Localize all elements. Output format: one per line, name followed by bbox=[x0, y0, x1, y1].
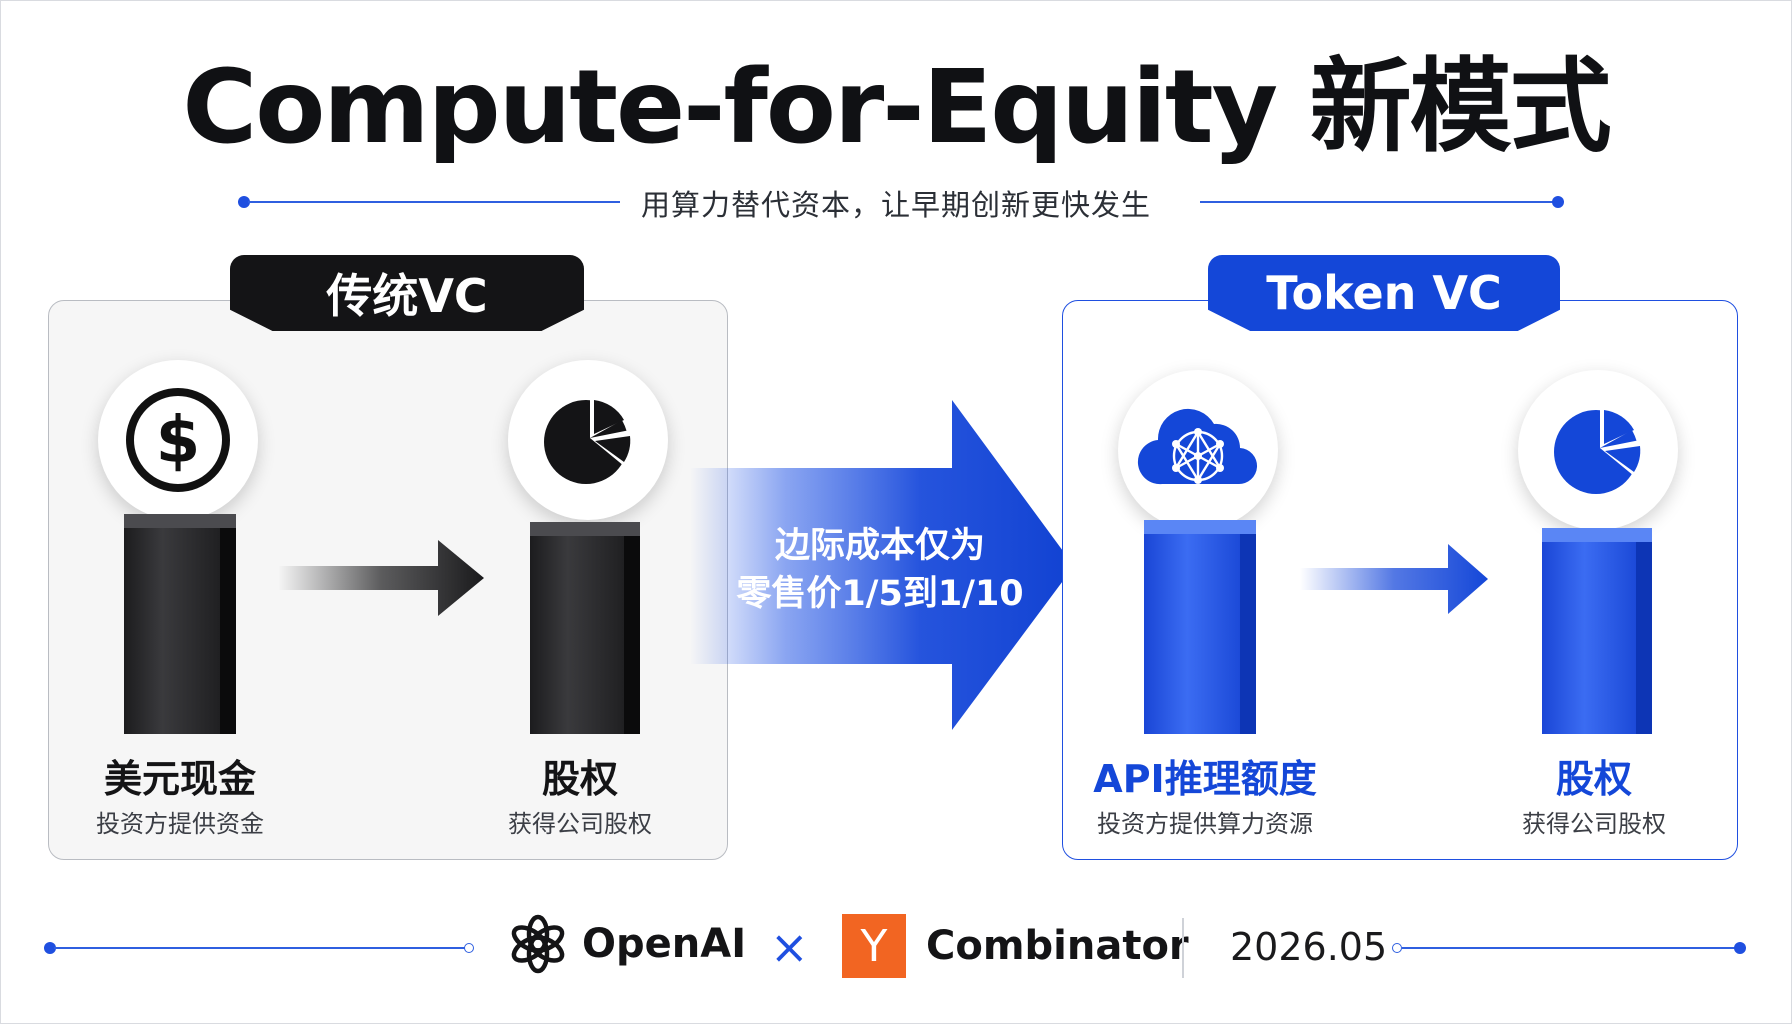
footer-dot-right bbox=[1734, 942, 1746, 954]
big-blue-arrow bbox=[690, 400, 1074, 730]
openai-text: OpenAI bbox=[582, 921, 747, 967]
small-arrow-dark bbox=[278, 540, 484, 616]
cash-sub: 投资方提供资金 bbox=[96, 810, 264, 838]
equity-pillar-left bbox=[530, 522, 640, 734]
small-arrow-blue bbox=[1300, 544, 1488, 614]
api-credit-label: API推理额度 bbox=[1093, 757, 1317, 801]
rule-line-right bbox=[1200, 201, 1558, 203]
footer-line-right bbox=[1402, 947, 1738, 949]
api-credit-sub: 投资方提供算力资源 bbox=[1097, 810, 1313, 838]
svg-text:$: $ bbox=[156, 404, 201, 478]
footer-separator bbox=[1182, 918, 1184, 978]
center-arrow-line2: 零售价1/5到1/10 bbox=[736, 574, 1024, 614]
equity-label-right: 股权 bbox=[1555, 757, 1632, 801]
times-sign: × bbox=[770, 920, 809, 974]
subtitle: 用算力替代资本，让早期创新更快发生 bbox=[640, 188, 1151, 222]
footer-dot-left bbox=[44, 942, 56, 954]
token-vc-tab: Token VC bbox=[1208, 255, 1560, 331]
page-title: Compute-for-Equity 新模式 bbox=[182, 48, 1611, 167]
dollar-circle: $ bbox=[98, 360, 258, 520]
center-arrow-text: 边际成本仅为 零售价1/5到1/10 bbox=[730, 522, 1030, 618]
footer-line-left bbox=[54, 947, 466, 949]
footer-odot-right bbox=[1392, 943, 1402, 953]
equity-sub-right: 获得公司股权 bbox=[1522, 810, 1666, 838]
cloud-network-icon bbox=[1137, 408, 1258, 485]
center-arrow-line1: 边际成本仅为 bbox=[774, 526, 985, 566]
equity-label-left: 股权 bbox=[541, 757, 618, 801]
equity-pillar-right bbox=[1542, 528, 1652, 734]
pie-circle-right bbox=[1518, 370, 1678, 530]
yc-brand: Y Combinator bbox=[842, 914, 1189, 978]
pie-circle-left bbox=[508, 360, 668, 520]
openai-logo-icon bbox=[511, 914, 565, 974]
rule-line-left bbox=[248, 201, 620, 203]
traditional-vc-tab: 传统VC bbox=[230, 255, 584, 331]
cash-pillar bbox=[124, 514, 236, 734]
pie-chart-icon-blue bbox=[1554, 406, 1642, 494]
footer-odot-left bbox=[464, 943, 474, 953]
openai-brand: OpenAI bbox=[506, 912, 746, 976]
date-text: 2026.05 bbox=[1230, 925, 1388, 969]
pie-chart-icon bbox=[544, 396, 632, 484]
rule-dot-right bbox=[1552, 196, 1564, 208]
dollar-icon: $ bbox=[126, 388, 230, 492]
equity-sub-left: 获得公司股权 bbox=[508, 810, 652, 838]
api-credit-pillar bbox=[1144, 520, 1256, 734]
yc-logo-icon: Y bbox=[842, 914, 906, 978]
cash-label: 美元现金 bbox=[103, 757, 256, 801]
cloud-circle bbox=[1118, 370, 1278, 530]
yc-text: Combinator bbox=[926, 923, 1189, 969]
rule-dot-left bbox=[238, 196, 250, 208]
